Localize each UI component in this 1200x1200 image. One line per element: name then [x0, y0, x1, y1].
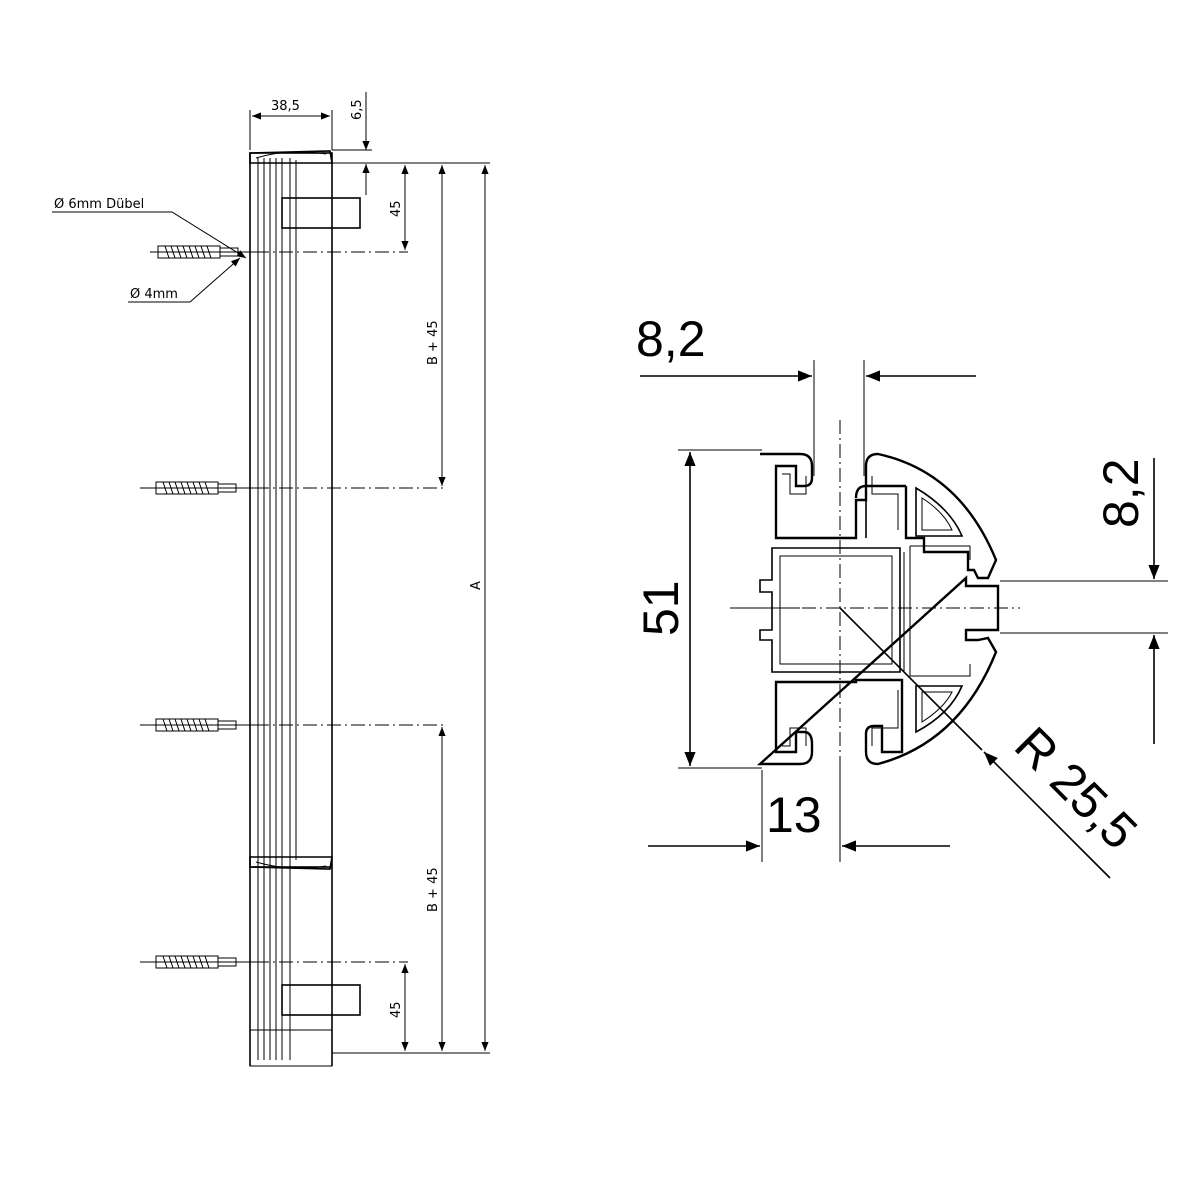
dim-top-45-label: 45 [389, 200, 404, 217]
dim-slot-right-label: 8,2 [1093, 458, 1149, 528]
bottom-end-cap [249, 856, 333, 870]
dowel-3 [140, 718, 255, 732]
dowel-4 [140, 955, 255, 969]
dim-total-label: A [469, 581, 484, 590]
dim-offset-label: 13 [766, 787, 822, 843]
side-view: 38,5 6,5 45 B + 45 A B + 45 45 Ø 6mm Düb… [52, 92, 490, 1067]
rail-body [249, 152, 333, 868]
dim-width-label: 38,5 [271, 99, 300, 114]
dowel-1 [150, 245, 255, 259]
dim-bottom-45-label: 45 [389, 1001, 404, 1018]
section-view: 8,2 51 13 8,2 R 25,5 [633, 311, 1168, 879]
bottom-hanger-block [281, 984, 361, 1016]
dim-height-label: 51 [633, 580, 689, 636]
screw-label: Ø 4mm [130, 287, 178, 302]
top-hanger-block [281, 197, 361, 229]
dim-slot-top-label: 8,2 [636, 311, 706, 367]
profile-outline [756, 452, 1000, 766]
profile-inner-chamber [759, 547, 901, 673]
top-end-cap [249, 150, 333, 164]
dim-upper-b45-label: B + 45 [426, 320, 441, 365]
dim-top-offset-label: 6,5 [350, 99, 365, 120]
dim-lower-b45-label: B + 45 [426, 867, 441, 912]
dowel-2 [140, 481, 255, 495]
dowel-label: Ø 6mm Dübel [54, 197, 144, 212]
dim-radius-label: R 25,5 [1004, 716, 1148, 860]
